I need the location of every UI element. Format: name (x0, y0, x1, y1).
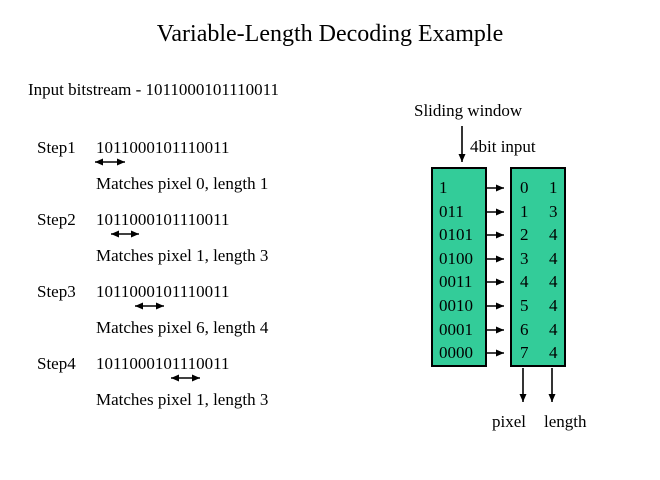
step1-label: Step1 (37, 138, 76, 157)
code-cell: 0100 (439, 248, 473, 268)
length-value: 4 (549, 319, 558, 339)
pixel-value: 5 (520, 295, 529, 315)
code-cell: 1 (439, 178, 448, 197)
pixel-value: 3 (520, 248, 529, 268)
length-output-label: length (544, 412, 587, 431)
fourbit-input-label: 4bit input (470, 137, 536, 156)
code-cell: 0010 (439, 295, 473, 315)
pixel-value: 6 (520, 319, 529, 339)
length-value: 4 (549, 272, 558, 292)
pixel-value: 2 (520, 225, 529, 245)
step1-bitstream: 1011000101110011 (96, 138, 230, 157)
code-cell: 011 (439, 201, 464, 221)
step2-bitstream: 1011000101110011 (96, 210, 230, 229)
step4-label: Step4 (37, 354, 76, 373)
length-value: 4 (549, 295, 558, 315)
code-rows: 1 011 0101 0100 0011 0010 0001 0000 (433, 169, 485, 365)
step1-result: Matches pixel 0, length 1 (96, 174, 269, 193)
step3-label: Step3 (37, 282, 76, 301)
length-value: 4 (549, 225, 558, 245)
length-value: 4 (549, 343, 558, 363)
code-cell: 0000 (439, 343, 473, 363)
slide-title: Variable-Length Decoding Example (156, 21, 504, 47)
pixel-value: 0 (520, 178, 529, 197)
pixel-output-label: pixel (492, 412, 526, 431)
step4-result: Matches pixel 1, length 3 (96, 390, 269, 409)
step3-result: Matches pixel 6, length 4 (96, 318, 269, 337)
step2-result: Matches pixel 1, length 3 (96, 246, 269, 265)
step4-bitstream: 1011000101110011 (96, 354, 230, 373)
code-cell: 0001 (439, 319, 473, 339)
pixel-value: 7 (520, 343, 529, 363)
code-cell: 0101 (439, 225, 473, 245)
input-bitstream-label: Input bitstream - 1011000101110011 (28, 80, 280, 99)
step2-label: Step2 (37, 210, 76, 229)
pixel-value: 1 (520, 201, 529, 221)
pixel-value: 4 (520, 272, 529, 292)
step3-bitstream: 1011000101110011 (96, 282, 230, 301)
length-value: 3 (549, 201, 558, 221)
code-column: 1 011 0101 0100 0011 0010 0001 0000 (431, 167, 487, 367)
length-value: 1 (549, 178, 558, 197)
length-value: 4 (549, 248, 558, 268)
sliding-window-label: Sliding window (414, 101, 523, 120)
code-cell: 0011 (439, 272, 473, 292)
